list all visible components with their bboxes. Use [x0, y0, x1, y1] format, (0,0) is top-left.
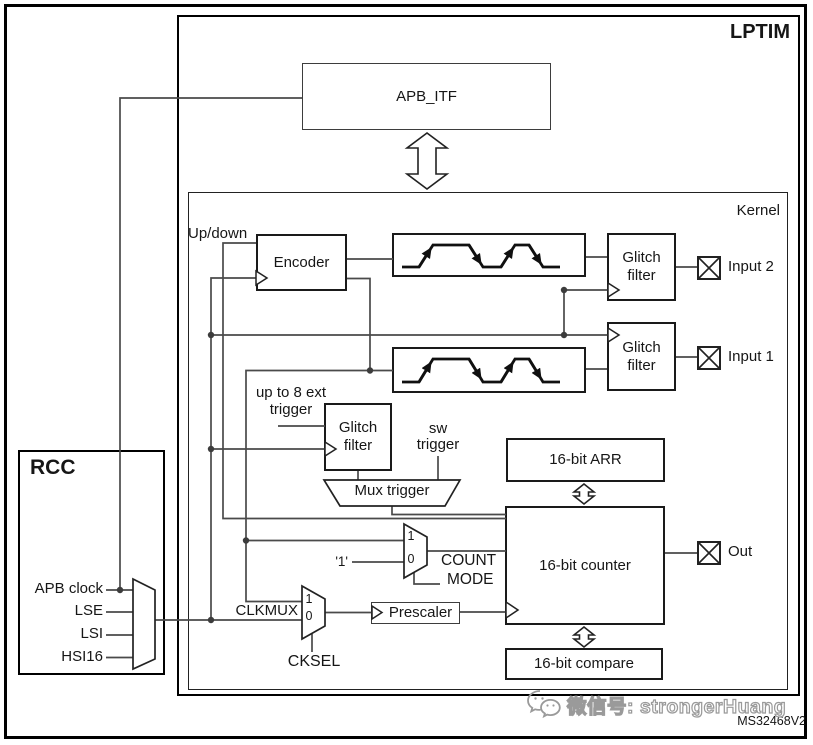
clkmux-mux-input-1: 1 — [305, 592, 313, 606]
waveform-shaper-1-block — [392, 347, 586, 393]
input1-pin-label: Input 1 — [728, 348, 774, 365]
glitch-filter-input1-block: Glitch filter — [607, 322, 676, 391]
rcc-input-apb-clock: APB clock — [34, 580, 103, 597]
rcc-title: RCC — [30, 456, 76, 479]
rcc-input-lse: LSE — [74, 602, 103, 619]
rcc-input-lsi: LSI — [80, 625, 103, 642]
encoder-label: Encoder — [273, 253, 330, 271]
cksel-label: CKSEL — [287, 653, 341, 670]
apb-itf-label: APB_ITF — [396, 87, 457, 105]
figure-part-number: MS32468V2 — [737, 714, 806, 728]
prescaler-block: Prescaler — [371, 602, 460, 624]
clkmux-label: CLKMUX — [235, 602, 298, 619]
ext-trigger-label-line1: up to 8 ext — [255, 384, 327, 401]
encoder-block: Encoder — [256, 234, 347, 291]
count-mode-label-line2: MODE — [447, 571, 494, 588]
clkmux-mux-input-0: 0 — [305, 609, 313, 623]
count-mode-mux-input-0: 0 — [407, 552, 415, 566]
const-one-label: '1' — [335, 554, 348, 569]
glitch-filter-input2-block: Glitch filter — [607, 233, 676, 301]
watermark: 微信号: strongerHuang — [526, 688, 786, 720]
counter-label: 16-bit counter — [539, 556, 631, 574]
sw-trigger-label-line1: sw — [428, 420, 448, 437]
wechat-icon — [527, 690, 561, 719]
compare-register-block: 16-bit compare — [505, 648, 663, 680]
glitch-filter-label: Glitch filter — [338, 419, 378, 454]
ext-trigger-label-line2: trigger — [269, 401, 313, 418]
rcc-input-hsi16: HSI16 — [61, 647, 103, 665]
count-mode-label-line1: COUNT — [441, 552, 497, 569]
lptim-title: LPTIM — [730, 21, 790, 43]
mux-trigger-label: Mux trigger — [354, 482, 430, 499]
glitch-filter-ext-trigger-block: Glitch filter — [324, 403, 392, 471]
waveform-shaper-2-block — [392, 233, 586, 277]
prescaler-label: Prescaler — [388, 604, 453, 621]
count-mode-mux-input-1: 1 — [407, 529, 415, 543]
out-pin-label: Out — [728, 543, 753, 560]
compare-label: 16-bit compare — [533, 655, 635, 672]
apb-itf-block: APB_ITF — [302, 63, 551, 130]
counter-block: 16-bit counter — [505, 506, 665, 625]
arr-register-block: 16-bit ARR — [506, 438, 665, 482]
glitch-filter-label: Glitch filter — [622, 338, 661, 374]
up-down-label: Up/down — [188, 225, 248, 242]
page-border — [4, 4, 807, 739]
watermark-text: 微信号: strongerHuang — [566, 695, 787, 718]
sw-trigger-label-line2: trigger — [416, 436, 460, 453]
kernel-title: Kernel — [736, 202, 780, 219]
glitch-filter-label: Glitch filter — [622, 249, 661, 284]
input2-pin-label: Input 2 — [728, 258, 774, 275]
arr-label: 16-bit ARR — [549, 451, 622, 468]
